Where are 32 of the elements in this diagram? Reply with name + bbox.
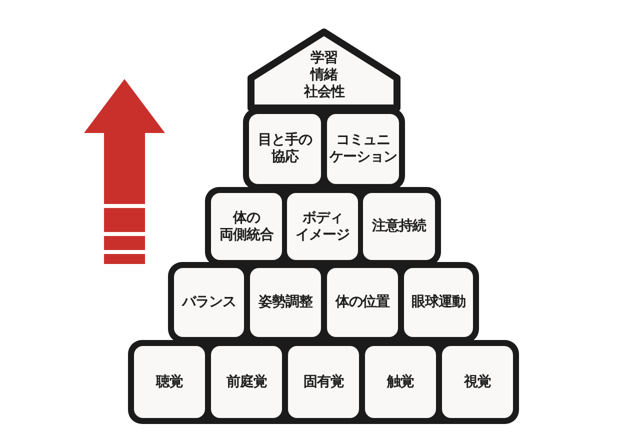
roof-block (247, 28, 401, 112)
block-label: 体の位置 (336, 294, 390, 311)
block-label: 情緒 (310, 67, 338, 84)
pyramid-block (287, 193, 358, 260)
pyramid-block (327, 114, 399, 184)
block-label: 前庭覚 (226, 374, 267, 390)
block-label: ボディイメージ (296, 210, 350, 244)
block-label: 姿勢調整 (258, 294, 312, 311)
pyramid-block (249, 114, 321, 184)
block-label: 目と手の協応 (258, 132, 312, 166)
pyramid-block (365, 346, 436, 418)
pyramid-block (174, 268, 244, 337)
block-label: 学習 (310, 50, 338, 67)
pyramid-block (211, 346, 282, 418)
block-label: 社会性 (304, 84, 344, 101)
block-label: 触覚 (387, 374, 414, 390)
block-label: コミュニケーション (329, 132, 397, 166)
pyramid-block (442, 346, 513, 418)
block-label: 視覚 (464, 374, 491, 390)
pyramid-block (404, 268, 473, 337)
block-label: 聴覚 (156, 374, 183, 390)
pyramid-block (288, 346, 359, 418)
pyramid-block (211, 193, 282, 260)
pyramid-block (250, 268, 321, 337)
pyramid-block (134, 346, 205, 418)
pyramid-block (363, 193, 435, 260)
block-label: 体の両側統合 (220, 210, 274, 244)
block-label: バランス (182, 294, 236, 311)
block-label: 眼球運動 (412, 294, 466, 311)
block-label: 固有覚 (303, 374, 344, 390)
pyramid-block (327, 268, 398, 337)
block-label: 注意持続 (372, 218, 426, 235)
